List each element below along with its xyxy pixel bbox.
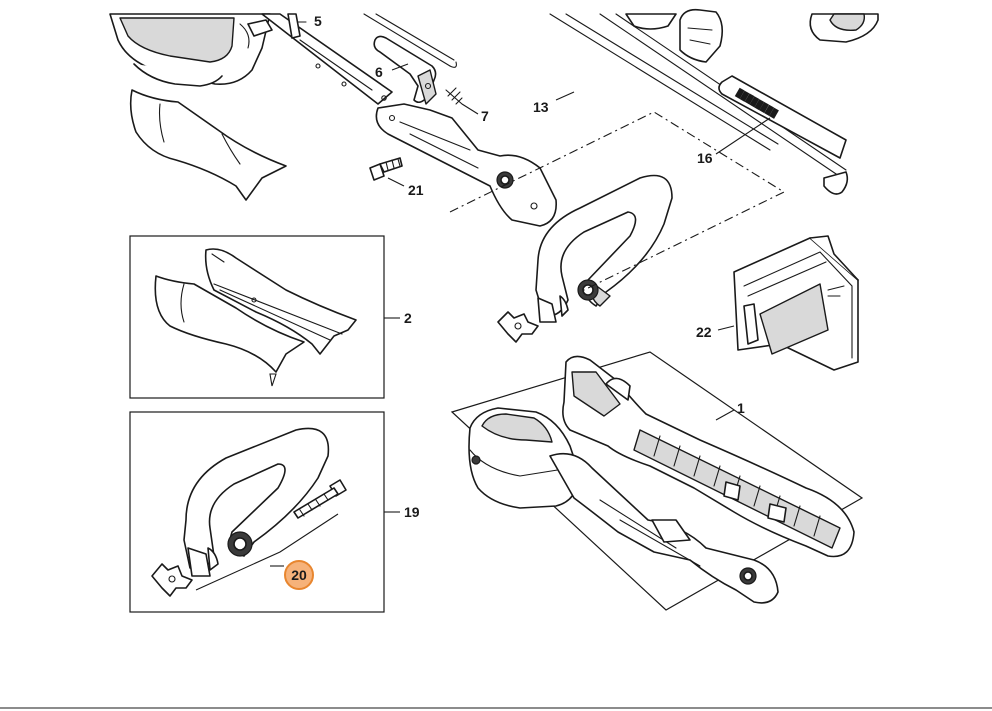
callout-5: 5 bbox=[314, 13, 322, 29]
grip-sleeve-part bbox=[129, 89, 287, 201]
part-5-clip: 5 bbox=[287, 13, 322, 39]
highlight-circle bbox=[284, 560, 314, 590]
callout-20: 20 bbox=[291, 567, 307, 583]
callout-22: 22 bbox=[696, 324, 712, 340]
loop-handle-top-part bbox=[535, 174, 673, 323]
control-handle-top-part bbox=[375, 103, 557, 227]
callout-19: 19 bbox=[404, 504, 420, 520]
part-22-cover: 22 bbox=[696, 235, 859, 371]
coupling-fittings-part bbox=[625, 8, 879, 63]
engine-housing-part bbox=[109, 13, 271, 87]
part-7-spring: 7 bbox=[445, 87, 489, 124]
callout-13: 13 bbox=[533, 99, 549, 115]
callout-2: 2 bbox=[404, 310, 412, 326]
callout-21: 21 bbox=[408, 182, 424, 198]
part-21-screw: 21 bbox=[369, 157, 424, 198]
part-16-drive-shaft: ████████ 16 bbox=[599, 13, 849, 195]
callout-6: 6 bbox=[375, 64, 383, 80]
callout-20-highlight[interactable]: 20 bbox=[284, 560, 314, 590]
star-knob-top-part bbox=[497, 311, 539, 343]
callout-16: 16 bbox=[697, 150, 713, 166]
kit-box-19: 19 bbox=[129, 411, 420, 613]
part-13-rod: 13 bbox=[363, 13, 779, 151]
kit-box-2: 2 bbox=[129, 235, 412, 399]
callout-7: 7 bbox=[481, 108, 489, 124]
callout-1: 1 bbox=[737, 400, 745, 416]
part-1-handle-assembly: 1 bbox=[450, 351, 864, 611]
part-6-throttle-trigger: 6 bbox=[373, 35, 437, 105]
